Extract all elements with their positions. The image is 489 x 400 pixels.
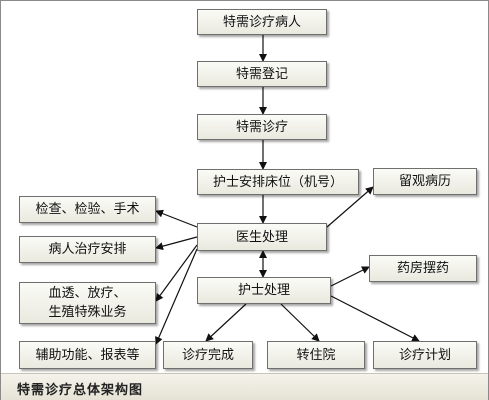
caption-bar: 特需诊疗总体架构图 — [1, 373, 488, 400]
node-treatment-plan: 诊疗计划 — [373, 341, 477, 369]
node-special-diagnosis: 特需诊疗 — [197, 114, 327, 140]
arrow-doctor-to-check — [155, 209, 198, 228]
arrow-nurse-to-transfer — [280, 303, 320, 342]
arrow-doctor-to-aux — [155, 248, 198, 345]
node-treatment-arrangement: 病人治疗安排 — [19, 236, 156, 263]
arrow-nurse-to-done — [205, 303, 247, 342]
node-special-services-line1: 血透、放疗、 — [48, 286, 127, 301]
arrow-doctor-to-special — [155, 244, 198, 302]
node-nurse: 护士处理 — [197, 277, 331, 304]
node-special-services-line2: 生殖特殊业务 — [48, 305, 127, 320]
node-special-services: 血透、放疗、 生殖特殊业务 — [19, 282, 156, 324]
arrow-nurse-to-plan — [330, 295, 420, 342]
node-check-exam-surgery: 检查、检验、手术 — [19, 196, 156, 223]
node-pharmacy: 药房摆药 — [369, 255, 477, 282]
node-diagnosis-done: 诊疗完成 — [163, 341, 253, 369]
node-aux-reports: 辅助功能、报表等 — [19, 341, 156, 369]
node-special-register: 特需登记 — [197, 61, 327, 87]
node-doctor: 医生处理 — [197, 223, 327, 251]
node-special-patient: 特需诊疗病人 — [197, 9, 327, 35]
arrow-nurse-to-pharmacy — [330, 266, 370, 287]
diagram-caption: 特需诊疗总体架构图 — [17, 383, 144, 398]
connector-layer — [155, 35, 420, 345]
arrow-doctor-to-treat-plan — [155, 236, 198, 251]
node-nurse-bed: 护士安排床位（机号） — [197, 169, 359, 195]
node-transfer-inpatient: 转住院 — [267, 341, 365, 369]
arrow-doctor-to-observe — [326, 186, 374, 228]
node-observe-record: 留观病历 — [373, 168, 477, 195]
